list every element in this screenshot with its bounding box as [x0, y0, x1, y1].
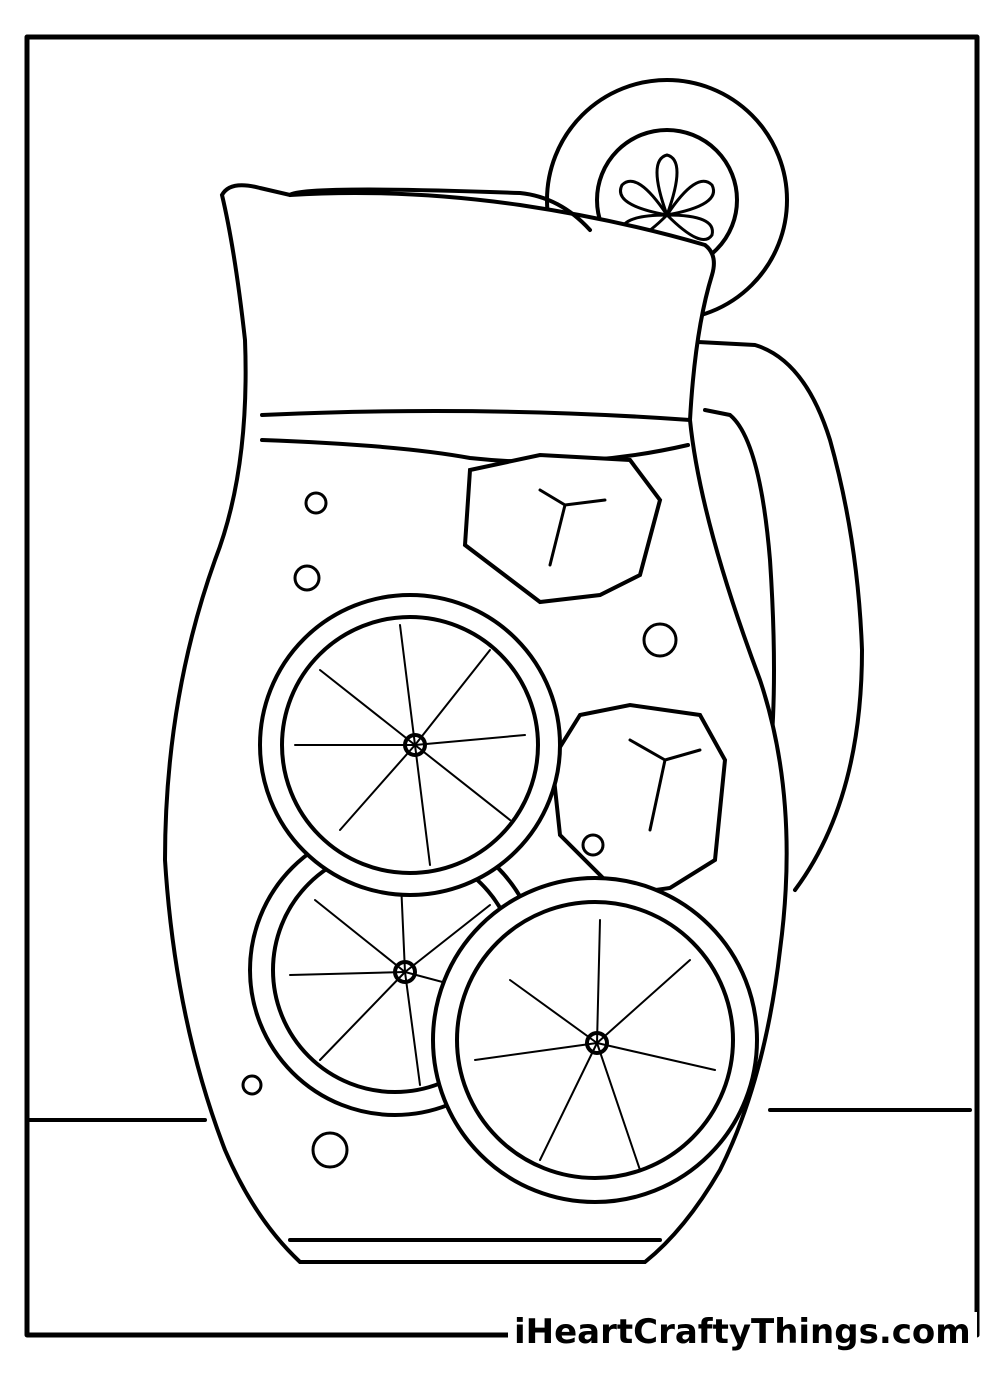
liquid-surface	[260, 409, 692, 464]
table-edge	[28, 1108, 972, 1122]
watermark-text: iHeartCraftyThings.com	[508, 1312, 977, 1352]
lemon-slice-lower	[431, 876, 759, 1204]
handle	[696, 340, 864, 892]
pitcher-rim	[288, 187, 592, 232]
bubbles	[241, 491, 678, 1169]
lemon-slice-upper	[258, 593, 562, 897]
page-border	[24, 34, 980, 1338]
lemon-slices	[248, 593, 759, 1204]
ice-cubes	[462, 452, 728, 898]
